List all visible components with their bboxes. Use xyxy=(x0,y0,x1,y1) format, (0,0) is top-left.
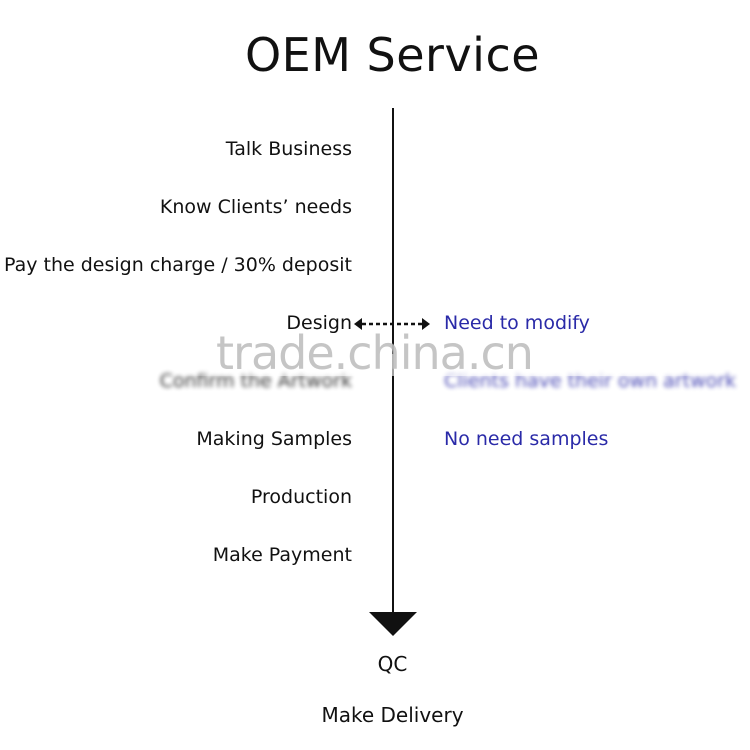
note-no-need-samples: No need samples xyxy=(444,428,609,450)
step-know-clients-needs: Know Clients’ needs xyxy=(159,196,352,218)
double-headed-dotted-arrow xyxy=(354,318,430,330)
note-need-to-modify: Need to modify xyxy=(444,312,590,334)
step-pay-design-charge: Pay the design charge / 30% deposit xyxy=(4,254,352,276)
step-design: Design xyxy=(286,312,352,334)
step-qc: QC xyxy=(377,652,408,676)
watermark-text: trade.china.cn xyxy=(216,326,534,380)
step-making-samples: Making Samples xyxy=(196,428,352,450)
step-production: Production xyxy=(250,486,352,508)
step-talk-business: Talk Business xyxy=(225,138,352,160)
timeline-arrowhead xyxy=(369,612,417,636)
step-make-delivery: Make Delivery xyxy=(321,703,464,727)
step-make-payment: Make Payment xyxy=(212,544,352,566)
diagram-title: OEM Service xyxy=(244,28,541,82)
watermark-blur-band xyxy=(155,354,745,376)
